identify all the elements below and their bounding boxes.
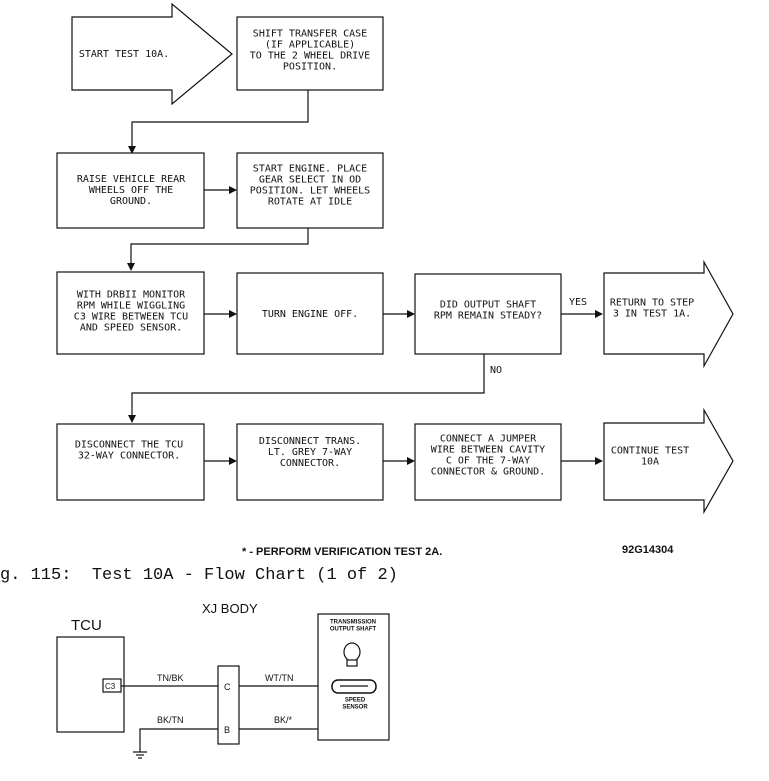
- disconnect-trans-box: [236, 423, 384, 501]
- shift-transfer-text-line: POSITION.: [283, 62, 337, 73]
- monitor-rpm-text-line: AND SPEED SENSOR.: [80, 323, 182, 334]
- ground-icon: [133, 751, 147, 759]
- output-shaft-icon: [343, 642, 361, 667]
- connector-1-2: [131, 90, 309, 150]
- shift-transfer-text-line: TO THE 2 WHEEL DRIVE: [250, 51, 370, 62]
- pin-b-label: B: [224, 725, 230, 735]
- shift-transfer-text: SHIFT TRANSFER CASE(IF APPLICABLE)TO THE…: [250, 29, 370, 73]
- return-step-text-line: 3 IN TEST 1A.: [613, 309, 691, 320]
- connect-jumper-text-line: C OF THE 7-WAY: [446, 456, 530, 467]
- wire-bk-tn-label: BK/TN: [157, 715, 184, 725]
- connector-2-3: [130, 228, 309, 267]
- connector-2a-arrowhead: [229, 186, 237, 194]
- figure-caption: g. 115: Test 10A - Flow Chart (1 of 2): [0, 566, 398, 585]
- wire-bk-tn: [139, 728, 218, 752]
- start-test-text-line: START TEST 10A.: [79, 49, 169, 60]
- figure-id: 92G14304: [622, 544, 674, 556]
- transmission-housing: [317, 613, 390, 741]
- connector-no-arrowhead: [128, 415, 136, 423]
- return-step-text-line: RETURN TO STEP: [610, 298, 694, 309]
- footnote: * - PERFORM VERIFICATION TEST 2A.: [242, 546, 442, 558]
- connector-4c-arrowhead: [595, 457, 603, 465]
- shift-transfer-text-line: (IF APPLICABLE): [265, 40, 355, 51]
- disconnect-tcu-text-line: 32-WAY CONNECTOR.: [78, 451, 180, 462]
- start-engine-box: [236, 152, 384, 229]
- raise-vehicle-text-line: GROUND.: [110, 196, 152, 207]
- connector-4a-arrowhead: [229, 457, 237, 465]
- connector-3a-arrowhead: [229, 310, 237, 318]
- wire-wt-tn-label: WT/TN: [265, 673, 294, 683]
- monitor-rpm-text-line: WITH DRBII MONITOR: [77, 290, 186, 301]
- start-engine-text-line: GEAR SELECT IN OD: [259, 175, 361, 186]
- disconnect-tcu-text-line: DISCONNECT THE TCU: [75, 440, 183, 451]
- xj-body-label: XJ BODY: [202, 601, 258, 616]
- disconnect-tcu-box: [56, 423, 205, 501]
- raise-vehicle-box: [56, 152, 205, 229]
- connector-1-2-arrowhead: [128, 146, 136, 154]
- return-step-arrow: [603, 259, 734, 369]
- turn-off-text: TURN ENGINE OFF.: [262, 309, 358, 320]
- no-label: NO: [490, 365, 502, 376]
- continue-test-arrow: [603, 407, 734, 515]
- monitor-rpm-text-line: RPM WHILE WIGGLING: [77, 301, 185, 312]
- continue-test-text-line: 10A: [641, 457, 659, 468]
- start-engine-text-line: START ENGINE. PLACE: [253, 164, 367, 175]
- disconnect-trans-text-line: LT. GREY 7-WAY: [268, 447, 352, 458]
- connector-yes-arrowhead: [595, 310, 603, 318]
- yes-label: YES: [569, 297, 587, 308]
- connector-2-3-arrowhead: [127, 263, 135, 271]
- tcu-label: TCU: [71, 617, 102, 634]
- disconnect-trans-text-line: DISCONNECT TRANS.: [259, 436, 361, 447]
- connector-4b-arrowhead: [407, 457, 415, 465]
- wire-bk-x-label: BK/*: [274, 715, 293, 725]
- start-test-arrow: [71, 2, 233, 106]
- turn-off-text-line: TURN ENGINE OFF.: [262, 309, 358, 320]
- transmission-shaft-label-line: TRANSMISSION: [330, 620, 376, 626]
- connect-jumper-text-line: CONNECT A JUMPER: [440, 434, 537, 445]
- transmission-shaft-label-line: OUTPUT SHAFT: [330, 627, 377, 633]
- shift-transfer-box: [236, 16, 384, 91]
- connect-jumper-text-line: WIRE BETWEEN CAVITY: [431, 445, 545, 456]
- start-engine-text-line: POSITION. LET WHEELS: [250, 186, 370, 197]
- connect-jumper-text-line: CONNECTOR & GROUND.: [431, 467, 545, 478]
- monitor-rpm-box: [56, 271, 205, 355]
- connector-3b-arrowhead: [407, 310, 415, 318]
- body-connector: [217, 665, 240, 745]
- raise-vehicle-text-line: WHEELS OFF THE: [89, 185, 173, 196]
- did-rpm-text-line: DID OUTPUT SHAFT: [440, 300, 536, 311]
- did-rpm-box: [414, 273, 562, 355]
- disconnect-trans-text-line: CONNECTOR.: [280, 458, 340, 469]
- pin-c-label: C: [224, 682, 231, 692]
- c3-label: C3: [105, 682, 116, 691]
- start-engine-text-line: ROTATE AT IDLE: [268, 197, 352, 208]
- did-rpm-text-line: RPM REMAIN STEADY?: [434, 311, 542, 322]
- connector-no: [131, 354, 485, 419]
- shift-transfer-text-line: SHIFT TRANSFER CASE: [253, 29, 367, 40]
- raise-vehicle-text-line: RAISE VEHICLE REAR: [77, 174, 186, 185]
- continue-test-text-line: CONTINUE TEST: [611, 446, 689, 457]
- connect-jumper-box: [414, 423, 562, 501]
- speed-sensor-label-line: SENSOR: [342, 705, 368, 711]
- speed-sensor-label-line: SPEED: [345, 698, 366, 704]
- wire-tn-bk-label: TN/BK: [157, 673, 184, 683]
- monitor-rpm-text-line: C3 WIRE BETWEEN TCU: [74, 312, 188, 323]
- start-test-text: START TEST 10A.: [79, 49, 169, 60]
